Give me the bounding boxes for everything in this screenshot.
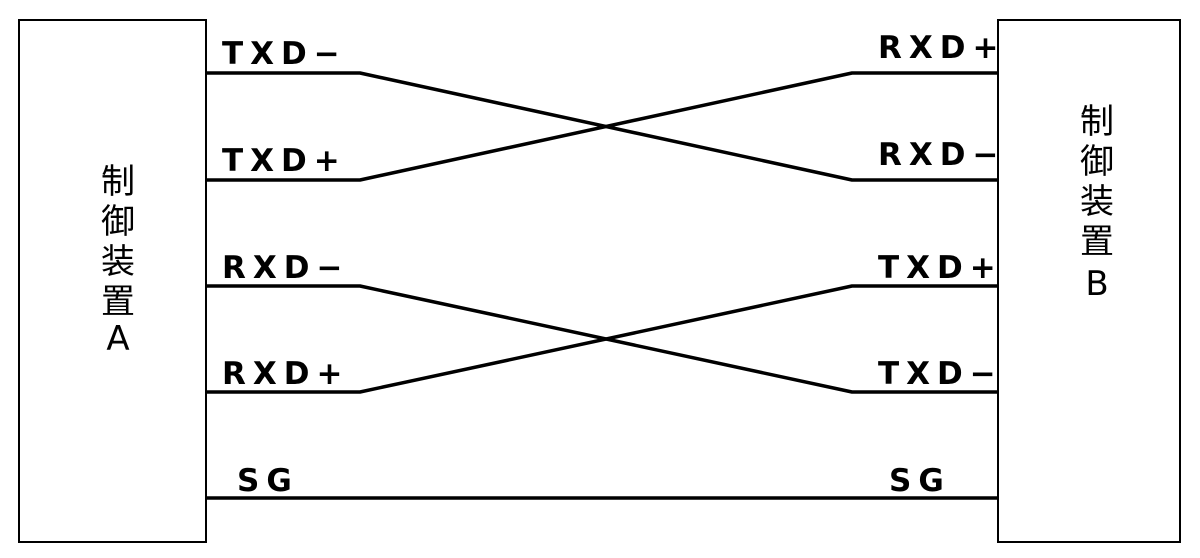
device-a-char: 御 <box>101 202 135 242</box>
left-labels: TXD− TXD+ RXD− RXD+ SG <box>222 36 349 499</box>
left-label-txd-plus: TXD+ <box>222 143 347 179</box>
device-b-char: 制 <box>1080 102 1114 142</box>
device-b-char: 御 <box>1080 142 1114 182</box>
left-label-txd-minus: TXD− <box>222 36 347 72</box>
left-label-rxd-minus: RXD− <box>222 250 349 286</box>
right-label-rxd-minus: RXD− <box>878 137 1005 173</box>
device-a-box <box>18 19 207 543</box>
right-labels: RXD+ RXD− TXD+ TXD− SG <box>878 30 1005 499</box>
right-label-rxd-plus: RXD+ <box>878 30 1005 66</box>
right-label-txd-minus: TXD− <box>878 356 1003 392</box>
device-a-char: 装 <box>101 242 135 282</box>
device-b-box <box>997 19 1181 543</box>
device-b-label: 制 御 装 置 B <box>1080 102 1114 304</box>
wire-rxd-plus-to-txd-plus <box>206 284 998 394</box>
left-label-rxd-plus: RXD+ <box>222 356 349 392</box>
right-label-sg: SG <box>889 463 951 499</box>
right-label-txd-plus: TXD+ <box>878 250 1003 286</box>
device-a-label: 制 御 装 置 A <box>101 162 135 359</box>
device-a-char: A <box>106 319 129 359</box>
device-a-char: 制 <box>101 162 135 202</box>
device-b-char: B <box>1085 264 1108 304</box>
device-b-char: 置 <box>1080 222 1114 262</box>
left-label-sg: SG <box>237 463 299 499</box>
device-a-char: 置 <box>101 282 135 322</box>
wires <box>206 71 998 500</box>
device-b-char: 装 <box>1080 182 1114 222</box>
wire-txd-plus-to-rxd-plus <box>206 71 998 182</box>
